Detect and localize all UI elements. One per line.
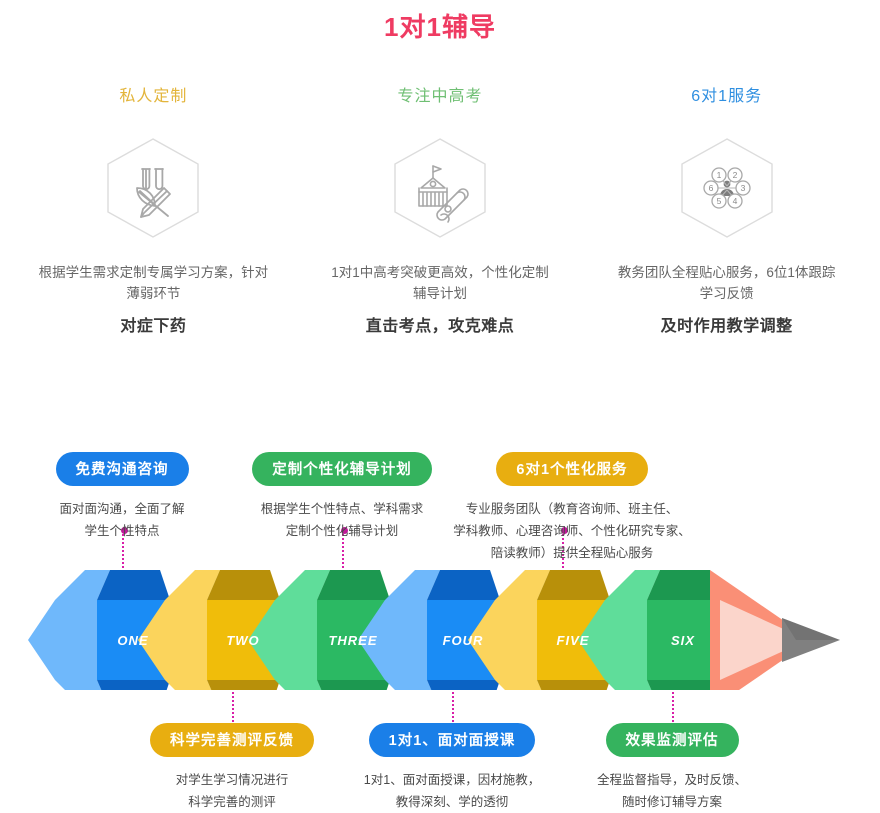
pencil-tip-arrow xyxy=(710,570,840,710)
flow-step-3-text: 根据学生个性特点、学科需求 定制个性化辅导计划 xyxy=(232,498,452,542)
flow-step-4-pill[interactable]: 1对1、面对面授课 xyxy=(368,723,536,757)
test-tube-pencil-leaf-icon xyxy=(101,136,205,240)
flow-step-text-line: 根据学生个性特点、学科需求 xyxy=(260,502,424,516)
flow-step-text-line: 全程监督指导，及时反馈、 xyxy=(596,773,747,787)
feature-description: 教务团队全程贴心服务，6位1体跟踪 学习反馈 xyxy=(588,262,866,304)
svg-text:4: 4 xyxy=(732,196,737,206)
flow-step-1: 免费沟通咨询 面对面沟通，全面了解 学生个性特点 xyxy=(12,452,232,542)
flow-step-6-text: 全程监督指导，及时反馈、 随时修订辅导方案 xyxy=(562,769,782,813)
connector-line-five xyxy=(561,527,568,568)
flow-step-text-line: 科学完善的测评 xyxy=(188,795,276,809)
process-block-label: FIVE xyxy=(557,633,590,648)
process-block-label: TWO xyxy=(226,633,259,648)
process-block-band: ONE TWO THREE FOUR FIVE SIX xyxy=(0,570,880,710)
flow-step-text-line: 专业服务团队（教育咨询师、班主任、 xyxy=(465,502,679,516)
flow-step-text-line: 1对1、面对面授课，因材施教， xyxy=(363,773,541,787)
feature-description: 1对1中高考突破更高效，个性化定制 辅导计划 xyxy=(301,262,579,304)
flow-step-2-pill[interactable]: 科学完善测评反馈 xyxy=(150,723,314,757)
svg-text:6: 6 xyxy=(708,183,713,193)
process-block-six xyxy=(578,570,720,710)
feature-description-line: 薄弱环节 xyxy=(126,286,181,301)
connector-line-one xyxy=(121,527,128,568)
flow-step-1-text: 面对面沟通，全面了解 学生个性特点 xyxy=(12,498,232,542)
feature-heading: 专注中高考 xyxy=(397,88,483,105)
feature-card-exam-focus: 专注中高考 xyxy=(297,86,584,336)
feature-heading: 私人定制 xyxy=(119,88,188,105)
feature-description-line: 教务团队全程贴心服务，6位1体跟踪 xyxy=(617,265,836,280)
feature-description: 根据学生需求定制专属学习方案，针对 薄弱环节 xyxy=(14,262,292,304)
feature-description-line: 学习反馈 xyxy=(699,286,754,301)
flow-step-2: 科学完善测评反馈 对学生学习情况进行 科学完善的测评 xyxy=(122,723,342,813)
feature-description-line: 根据学生需求定制专属学习方案，针对 xyxy=(38,265,269,280)
flow-step-6: 效果监测评估 全程监督指导，及时反馈、 随时修订辅导方案 xyxy=(562,723,782,813)
feature-card-six-to-one: 6对1服务 xyxy=(583,86,870,336)
six-to-one-team-icon: 1 2 3 4 5 6 xyxy=(675,136,779,240)
svg-text:2: 2 xyxy=(732,170,737,180)
flow-step-text-line: 学生个性特点 xyxy=(84,524,160,538)
flow-step-text-line: 学科教师、心理咨询师、个性化研究专家、 xyxy=(453,524,691,538)
flow-step-1-pill[interactable]: 免费沟通咨询 xyxy=(55,452,189,486)
process-block-label: SIX xyxy=(671,633,695,648)
process-flow: ONE TWO THREE FOUR FIVE SIX 免费沟通咨询 面对面沟通… xyxy=(0,430,880,811)
feature-columns: 私人定制 xyxy=(0,86,880,336)
flow-step-text-line: 定制个性化辅导计划 xyxy=(285,524,399,538)
process-block-label: ONE xyxy=(117,633,148,648)
feature-description-line: 1对1中高考突破更高效，个性化定制 xyxy=(331,265,549,280)
flow-step-6-pill[interactable]: 效果监测评估 xyxy=(605,723,739,757)
svg-text:5: 5 xyxy=(716,196,721,206)
flow-step-5-text: 专业服务团队（教育咨询师、班主任、 学科教师、心理咨询师、个性化研究专家、 陪读… xyxy=(447,498,697,564)
flow-step-5-pill[interactable]: 6对1个性化服务 xyxy=(496,452,648,486)
connector-line-three xyxy=(341,527,348,568)
feature-slogan: 直击考点，攻克难点 xyxy=(365,318,515,335)
school-diploma-icon xyxy=(388,136,492,240)
flow-step-text-line: 对学生学习情况进行 xyxy=(175,773,289,787)
feature-card-private-custom: 私人定制 xyxy=(10,86,297,336)
flow-step-2-text: 对学生学习情况进行 科学完善的测评 xyxy=(122,769,342,813)
flow-step-text-line: 随时修订辅导方案 xyxy=(621,795,722,809)
flow-step-text-line: 陪读教师）提供全程贴心服务 xyxy=(490,546,654,560)
feature-slogan: 及时作用教学调整 xyxy=(660,318,793,335)
flow-step-4-text: 1对1、面对面授课，因材施教， 教得深刻、学的透彻 xyxy=(342,769,562,813)
feature-heading: 6对1服务 xyxy=(691,88,763,105)
flow-step-text-line: 面对面沟通，全面了解 xyxy=(59,502,185,516)
page-title: 1对1辅导 xyxy=(384,12,496,42)
flow-step-3: 定制个性化辅导计划 根据学生个性特点、学科需求 定制个性化辅导计划 xyxy=(232,452,452,542)
process-block-label: FOUR xyxy=(443,633,484,648)
svg-text:3: 3 xyxy=(740,183,745,193)
flow-step-4: 1对1、面对面授课 1对1、面对面授课，因材施教， 教得深刻、学的透彻 xyxy=(342,723,562,813)
svg-text:1: 1 xyxy=(716,170,721,180)
feature-slogan: 对症下药 xyxy=(120,318,187,335)
flow-step-5: 6对1个性化服务 专业服务团队（教育咨询师、班主任、 学科教师、心理咨询师、个性… xyxy=(447,452,697,564)
feature-description-line: 辅导计划 xyxy=(413,286,467,301)
flow-step-3-pill[interactable]: 定制个性化辅导计划 xyxy=(252,452,432,486)
process-block-label: THREE xyxy=(328,633,377,648)
flow-step-text-line: 教得深刻、学的透彻 xyxy=(395,795,509,809)
